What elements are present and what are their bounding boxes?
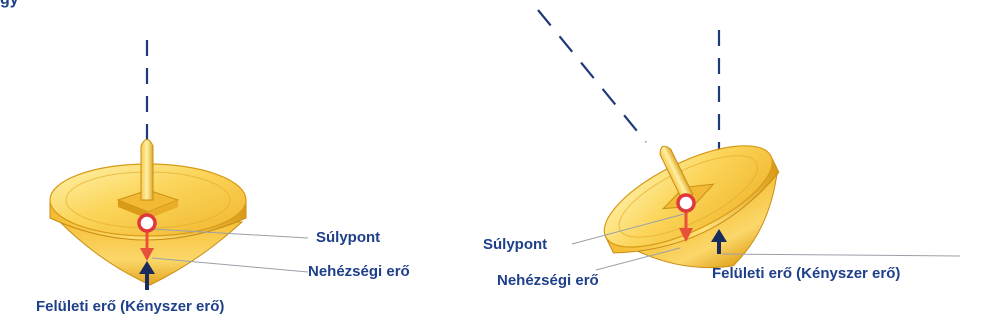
right-leader-com: [571, 213, 685, 245]
left-leader-gravity: [151, 257, 309, 273]
right-leader-gravity: [595, 247, 681, 271]
right-com-marker: [676, 193, 696, 213]
right-leader-normal: [721, 253, 961, 257]
right-stem: [659, 145, 694, 201]
left-spinning-top: [49, 40, 309, 290]
header-fragment: gy: [0, 0, 19, 9]
left-label-gravity: Nehézségi erő: [308, 263, 410, 280]
left-com-marker: [137, 213, 157, 233]
right-spinning-top: [537, 9, 961, 271]
right-tilted-axis: [537, 9, 647, 143]
left-label-normal-force: Felületi erő (Kényszer erő): [36, 298, 225, 315]
right-label-center-of-mass: Súlypont: [483, 236, 548, 253]
left-leader-com: [151, 228, 309, 239]
right-label-normal-force: Felületi erő (Kényszer erő): [712, 265, 901, 282]
right-label-gravity: Nehézségi erő: [497, 272, 599, 289]
left-label-center-of-mass: Súlypont: [316, 229, 381, 246]
left-stem: [140, 139, 154, 201]
